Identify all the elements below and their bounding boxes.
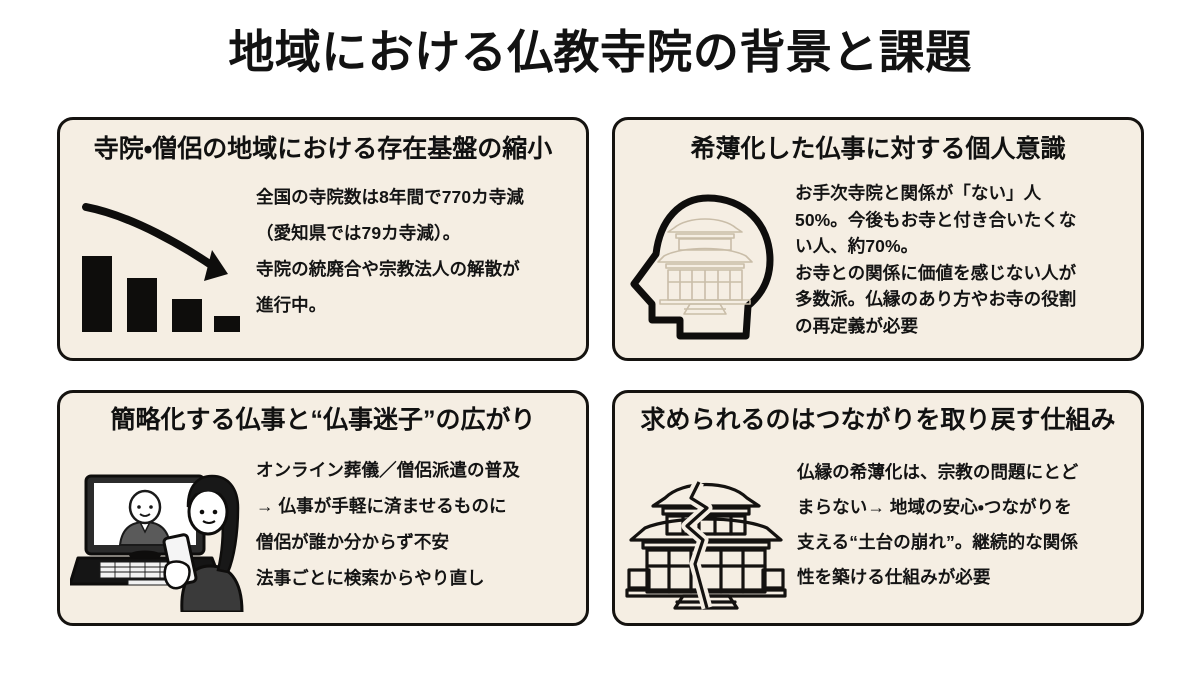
card-text-line: → 仏事が手軽に済ませるものに	[256, 495, 507, 516]
card-text-line: お寺との関係に価値を感じない人が	[795, 262, 1077, 283]
card-text-line: 支える“土台の崩れ”。継続的な関係	[797, 532, 1078, 552]
card-text-line: の再定義が必要	[795, 315, 919, 336]
card-temple-decline: 寺院・僧侶の地域における存在基盤の縮小 全国の寺院数は8年間で770カ寺減 （愛…	[57, 117, 589, 361]
card-text: オンライン葬儀／僧侶派遣の普及 → 仏事が手軽に済ませるものに 僧侶が誰か分から…	[256, 451, 586, 597]
card-text-line: 50%。今後もお寺と付き合いたくな	[795, 209, 1077, 230]
card-text-line: （愛知県では79カ寺減）。	[256, 222, 461, 243]
head-with-temple-icon	[615, 178, 795, 358]
card-heading: 求められるのはつながりを取り戻す仕組み	[640, 406, 1116, 434]
card-rebuild-connection: 求められるのはつながりを取り戻す仕組み	[612, 390, 1144, 626]
card-text: お手次寺院と関係が「ない」人 50%。今後もお寺と付き合いたくな い人、約70%…	[795, 178, 1141, 340]
card-simplified-rites: 簡略化する仏事と“仏事迷子”の広がり	[57, 390, 589, 626]
card-text-line: 全国の寺院数は8年間で770カ寺減	[256, 187, 524, 207]
card-text: 仏縁の希薄化は、宗教の問題にとど まらない→ 地域の安心・つながりを 支える“土…	[797, 451, 1141, 595]
card-text-line: 多数派。仏縁のあり方やお寺の役割	[795, 289, 1077, 310]
card-text-line: 寺院の統廃合や宗教法人の解散が	[256, 258, 520, 279]
card-text-line: 仏縁の希薄化は、宗教の問題にとど	[797, 462, 1079, 482]
card-text-line: 法事ごとに検索からやり直し	[256, 567, 485, 588]
declining-bar-chart-icon	[60, 178, 256, 358]
card-heading: 簡略化する仏事と“仏事迷子”の広がり	[110, 406, 536, 434]
page-title: 地域における仏教寺院の背景と課題	[228, 26, 972, 78]
card-individual-awareness: 希薄化した仏事に対する個人意識	[612, 117, 1144, 361]
card-text-line: まらない→ 地域の安心・つながりを	[797, 497, 1072, 517]
card-heading: 希薄化した仏事に対する個人意識	[690, 135, 1066, 163]
card-text: 全国の寺院数は8年間で770カ寺減 （愛知県では79カ寺減）。 寺院の統廃合や宗…	[256, 178, 586, 324]
card-text-line: オンライン葬儀／僧侶派遣の普及	[256, 460, 520, 480]
card-heading: 寺院・僧侶の地域における存在基盤の縮小	[93, 135, 553, 163]
card-text-line: い人、約70%。	[795, 236, 919, 257]
online-funeral-laptop-icon	[60, 451, 256, 623]
card-text-line: 進行中。	[256, 294, 327, 315]
card-text-line: お手次寺院と関係が「ない」人	[795, 183, 1042, 203]
card-body: お手次寺院と関係が「ない」人 50%。今後もお寺と付き合いたくな い人、約70%…	[615, 178, 1141, 358]
card-body: 全国の寺院数は8年間で770カ寺減 （愛知県では79カ寺減）。 寺院の統廃合や宗…	[60, 178, 586, 358]
card-body: 仏縁の希薄化は、宗教の問題にとど まらない→ 地域の安心・つながりを 支える“土…	[615, 451, 1141, 623]
cracked-temple-icon	[615, 451, 797, 623]
card-text-line: 性を築ける仕組みが必要	[797, 567, 991, 587]
card-text-line: 僧侶が誰か分からず不安	[256, 531, 450, 552]
card-body: オンライン葬儀／僧侶派遣の普及 → 仏事が手軽に済ませるものに 僧侶が誰か分から…	[60, 451, 586, 623]
